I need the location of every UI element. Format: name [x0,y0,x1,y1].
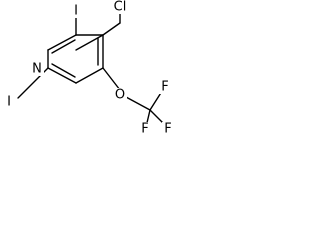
bond-c5-c6-inner [51,63,76,78]
atom-fluorine-left: F [139,122,151,137]
bond-n1-c2 [47,34,77,51]
atom-iodine-top: I [71,4,81,19]
atom-fluorine-right: F [162,122,174,137]
iodine-top-label: I [74,4,78,19]
fluorine-left-label: F [141,122,148,137]
atom-oxygen: O [113,88,127,103]
bond-c5-c6 [47,67,77,84]
bond-o-cf3 [125,96,151,111]
nitrogen-label: N [32,62,42,77]
oxygen-label: O [115,88,125,103]
atom-nitrogen: N [30,62,44,77]
atom-iodine-bottom: I [4,95,14,110]
bond-c3-ch2 [102,22,121,36]
bond-n1-c2-inner [51,39,76,54]
chlorine-label: Cl [114,0,127,15]
fluorine-right-label: F [164,122,171,137]
bond-c4-c5 [75,67,104,84]
atom-chlorine: Cl [110,0,130,15]
atom-fluorine-top: F [159,80,171,95]
iodine-bottom-label: I [7,95,11,110]
fluorine-top-label: F [161,80,168,95]
bond-c4-o [102,67,121,91]
molecule-structure: N I I Cl O F F F [4,0,174,137]
bond-c2-c3 [75,34,104,51]
